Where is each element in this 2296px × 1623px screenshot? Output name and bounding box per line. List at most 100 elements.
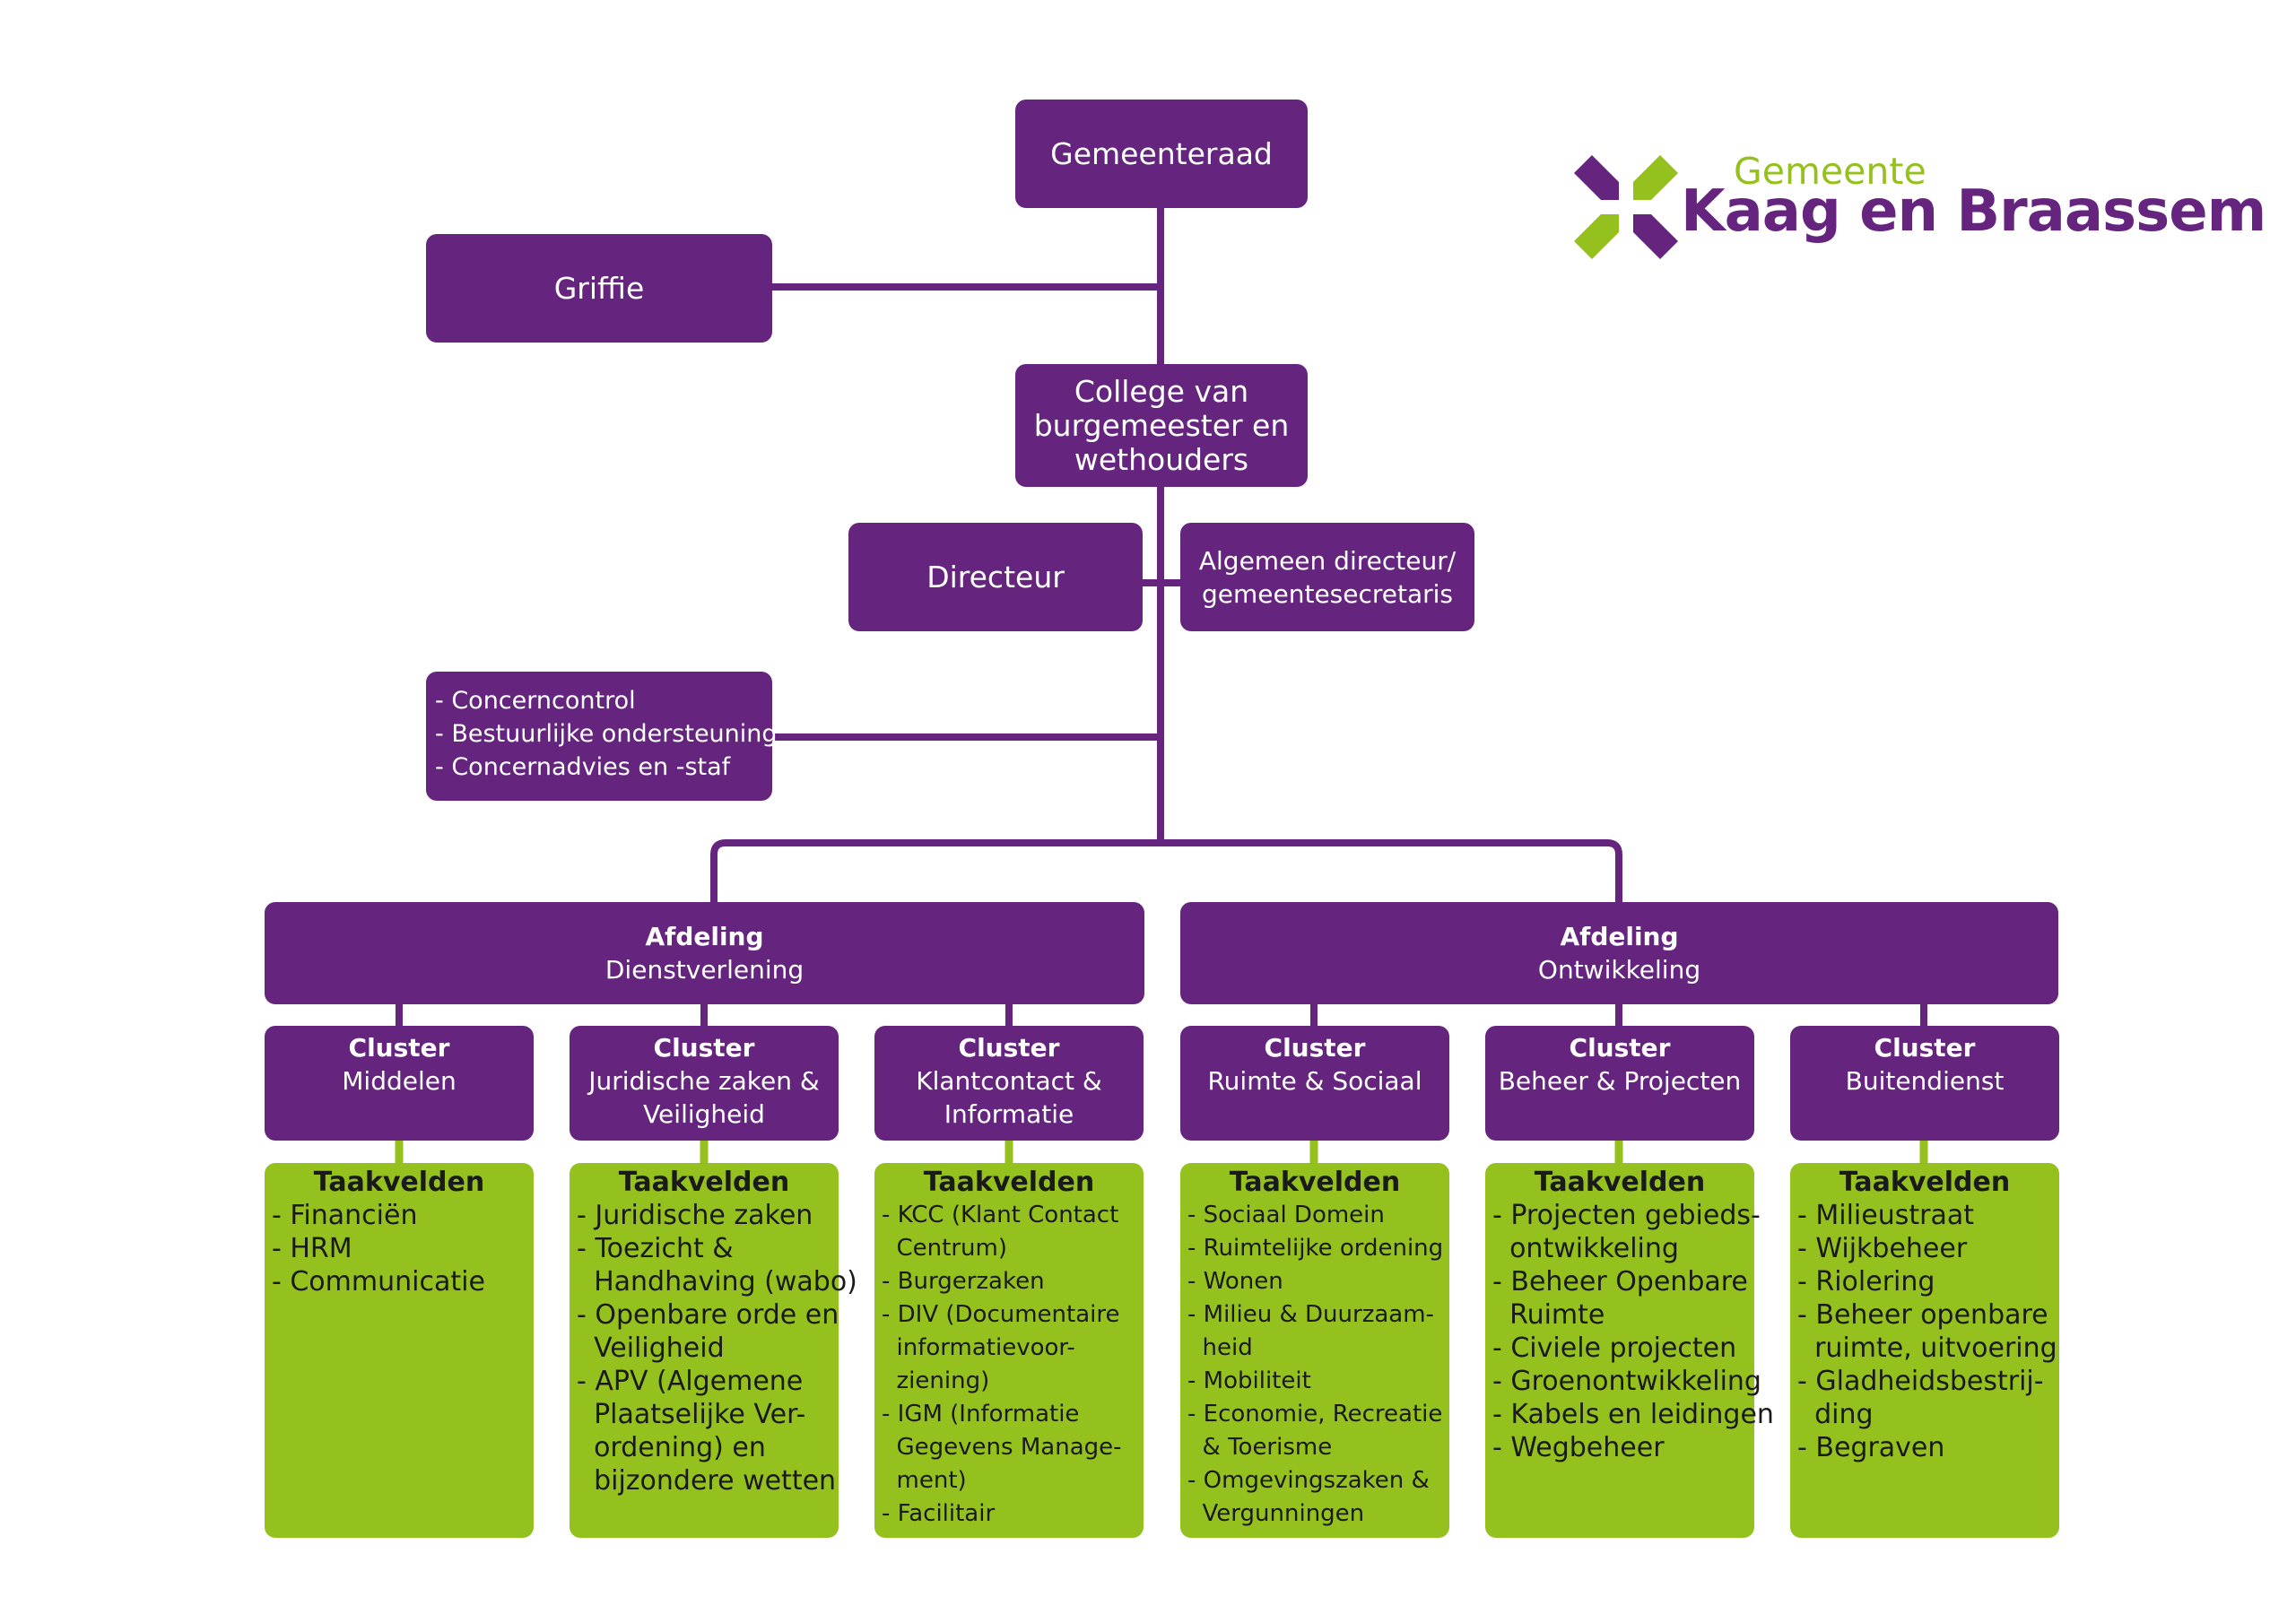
taakveld-item: - Beheer openbare <box>1797 1299 2048 1331</box>
taakvelden-list: - Milieustraat - Wijkbeheer - Riolering … <box>1797 1199 2059 1464</box>
cluster-title: Cluster <box>1874 1033 1976 1063</box>
cluster-name: Juridische zaken & <box>588 1066 820 1096</box>
taakveld-item: - Wijkbeheer <box>1797 1233 1968 1264</box>
taakvelden-heading: Taakvelden <box>1839 1167 2011 1198</box>
taakveld-item: - Kabels en leidingen <box>1492 1399 1774 1430</box>
staff-item: - Concernadvies en -staf <box>435 753 731 781</box>
taakveld-item: & Toerisme <box>1187 1434 1333 1461</box>
taakveld-item: ruimte, uitvoering <box>1797 1332 2057 1364</box>
staff-functions-box: - Concerncontrol - Bestuurlijke onderste… <box>426 672 778 801</box>
cluster-ruimte-sociaal-box: Cluster Ruimte & Sociaal <box>1180 1026 1449 1141</box>
directeur-box: Directeur <box>848 523 1143 631</box>
taakveld-item: heid <box>1187 1334 1253 1361</box>
logo-line-gemeente: Gemeente <box>1734 150 1926 193</box>
cluster-name: Ruimte & Sociaal <box>1207 1066 1422 1096</box>
taakveld-item: - Communicatie <box>272 1266 485 1298</box>
cluster-title: Cluster <box>653 1033 755 1063</box>
taakveld-item: - Burgerzaken <box>882 1268 1045 1295</box>
taakvelden-list: - KCC (Klant Contact Centrum) - Burgerza… <box>882 1199 1144 1531</box>
taakveld-item: - Begraven <box>1797 1432 1945 1463</box>
algemeen-directeur-line: gemeentesecretaris <box>1201 578 1454 609</box>
taakvelden-ruimte-sociaal-box: Taakvelden - Sociaal Domein - Ruimtelijk… <box>1180 1163 1449 1538</box>
cluster-title: Cluster <box>1569 1033 1671 1063</box>
taakveld-item: Centrum) <box>882 1235 1007 1262</box>
taakveld-item: - Wegbeheer <box>1492 1432 1665 1463</box>
algemeen-directeur-line: Algemeen directeur/ <box>1198 545 1457 576</box>
college-box: College van burgemeester en wethouders <box>1015 364 1308 487</box>
afdeling-title: Afdeling <box>1560 922 1679 951</box>
taakvelden-heading: Taakvelden <box>618 1167 790 1198</box>
taakveld-item: ziening) <box>882 1367 990 1394</box>
cluster-beheer-projecten-box: Cluster Beheer & Projecten <box>1485 1026 1754 1141</box>
taakveld-item: Gegevens Manage- <box>882 1434 1122 1461</box>
taakveld-item: - IGM (Informatie <box>882 1401 1080 1428</box>
algemeen-directeur-box: Algemeen directeur/ gemeentesecretaris <box>1180 523 1474 631</box>
taakveld-item: - Wonen <box>1187 1268 1283 1295</box>
cluster-title: Cluster <box>348 1033 450 1063</box>
taakveld-item: - Groenontwikkeling <box>1492 1366 1761 1397</box>
taakvelden-heading: Taakvelden <box>1534 1167 1706 1198</box>
taakvelden-klantcontact-box: Taakvelden - KCC (Klant Contact Centrum)… <box>874 1163 1144 1538</box>
gemeenteraad-box: Gemeenteraad <box>1015 100 1308 208</box>
afdeling-title: Afdeling <box>645 922 764 951</box>
taakveld-item: - HRM <box>272 1233 352 1264</box>
taakveld-item: - Milieu & Duurzaam- <box>1187 1301 1434 1328</box>
taakveld-item: - DIV (Documentaire <box>882 1301 1120 1328</box>
taakveld-item: - Openbare orde en <box>577 1299 839 1331</box>
taakveld-item: - Toezicht & <box>577 1233 734 1264</box>
taakveld-item: - Milieustraat <box>1797 1200 1974 1231</box>
taakveld-item: - Sociaal Domein <box>1187 1202 1385 1228</box>
cluster-title: Cluster <box>958 1033 1060 1063</box>
griffie-box: Griffie <box>426 234 772 343</box>
taakveld-item: - Juridische zaken <box>577 1200 813 1231</box>
college-line: College van <box>1074 373 1249 409</box>
staff-item: - Concerncontrol <box>435 687 636 715</box>
taakveld-item: Plaatselijke Ver- <box>577 1399 806 1430</box>
griffie-label: Griffie <box>553 270 645 306</box>
cluster-name: Informatie <box>944 1099 1074 1129</box>
taakvelden-list: - Sociaal Domein - Ruimtelijke ordening … <box>1187 1199 1449 1531</box>
taakvelden-list: - Juridische zaken - Toezicht & Handhavi… <box>577 1199 857 1497</box>
afdeling-ontwikkeling-box: Afdeling Ontwikkeling <box>1180 902 2058 1004</box>
taakveld-item: ding <box>1797 1399 1874 1430</box>
taakvelden-list: - Financiën - HRM - Communicatie <box>272 1199 534 1298</box>
taakvelden-beheer-projecten-box: Taakvelden - Projecten gebieds- ontwikke… <box>1485 1163 1774 1538</box>
afdeling-name: Ontwikkeling <box>1537 955 1701 985</box>
taakveld-item: Veiligheid <box>577 1332 725 1364</box>
taakveld-item: informatievoor- <box>882 1334 1075 1361</box>
cluster-klantcontact-box: Cluster Klantcontact & Informatie <box>874 1026 1144 1141</box>
taakvelden-list: - Projecten gebieds- ontwikkeling - Behe… <box>1492 1199 1774 1464</box>
gemeenteraad-label: Gemeenteraad <box>1050 135 1273 171</box>
college-line: burgemeester en <box>1033 407 1290 443</box>
taakveld-item: Ruimte <box>1492 1299 1605 1331</box>
directeur-label: Directeur <box>926 559 1065 595</box>
taakveld-item: - APV (Algemene <box>577 1366 804 1397</box>
taakveld-item: Vergunningen <box>1187 1500 1365 1527</box>
logo-cross-icon <box>1574 155 1678 259</box>
taakvelden-juridische-zaken-box: Taakvelden - Juridische zaken - Toezicht… <box>570 1163 857 1538</box>
taakveld-item: ontwikkeling <box>1492 1233 1679 1264</box>
taakveld-item: - Ruimtelijke ordening <box>1187 1235 1444 1262</box>
college-line: wethouders <box>1074 441 1249 477</box>
taakvelden-heading: Taakvelden <box>1229 1167 1401 1198</box>
taakveld-item: - Beheer Openbare <box>1492 1266 1748 1298</box>
cluster-middelen-box: Cluster Middelen <box>265 1026 534 1141</box>
logo-line-name: Kaag en Braassem <box>1681 178 2266 245</box>
taakveld-item: - Omgevingszaken & <box>1187 1467 1430 1494</box>
taakveld-item: - Economie, Recreatie <box>1187 1401 1443 1428</box>
taakveld-item: ordening) en <box>577 1432 766 1463</box>
cluster-name: Beheer & Projecten <box>1498 1066 1742 1096</box>
cluster-name: Klantcontact & <box>916 1066 1102 1096</box>
taakveld-item: - Facilitair <box>882 1500 996 1527</box>
cluster-name: Veiligheid <box>643 1099 765 1129</box>
cluster-buitendienst-box: Cluster Buitendienst <box>1790 1026 2059 1141</box>
taakveld-item: - Gladheidsbestrij- <box>1797 1366 2044 1397</box>
taakvelden-heading: Taakvelden <box>923 1167 1095 1198</box>
cluster-name: Middelen <box>342 1066 457 1096</box>
cluster-title: Cluster <box>1264 1033 1366 1063</box>
taakveld-item: - KCC (Klant Contact <box>882 1202 1119 1228</box>
taakveld-item: - Financiën <box>272 1200 418 1231</box>
taakveld-item: ment) <box>882 1467 967 1494</box>
afdeling-dienstverlening-box: Afdeling Dienstverlening <box>265 902 1144 1004</box>
